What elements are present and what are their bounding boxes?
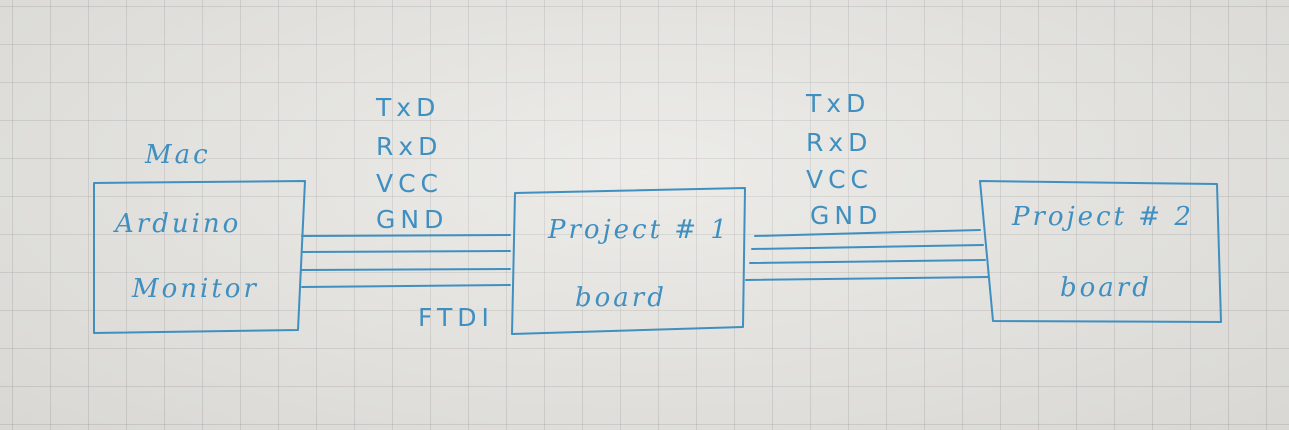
mac-label: Mac	[144, 140, 211, 170]
right-wire-3	[749, 259, 986, 264]
left-signal-vcc: VCC	[376, 169, 443, 198]
project2-line2: board	[1060, 273, 1152, 303]
right-signal-txd: TxD	[805, 89, 870, 118]
project2-board-box	[979, 180, 1222, 323]
project2-line1: Project # 2	[1011, 202, 1194, 232]
arduino-monitor-line1: Arduino	[113, 209, 241, 239]
right-signal-rxd: RxD	[806, 128, 872, 157]
right-signal-vcc: VCC	[806, 165, 873, 194]
arduino-monitor-line2: Monitor	[131, 274, 259, 304]
left-signal-rxd: RxD	[376, 132, 442, 161]
project1-line2: board	[575, 283, 667, 313]
project1-line1: Project # 1	[547, 215, 730, 245]
left-wire-2	[301, 250, 511, 253]
right-wire-4	[745, 276, 989, 281]
left-wire-1	[301, 234, 511, 237]
left-wire-3	[301, 268, 511, 271]
arduino-monitor-box	[93, 180, 306, 334]
right-bus-wires	[745, 229, 989, 281]
right-signal-gnd: GND	[810, 201, 882, 230]
left-signal-gnd: GND	[376, 205, 448, 234]
ftdi-label: FTDI	[418, 303, 494, 332]
left-wire-4	[301, 284, 511, 288]
left-signal-txd: TxD	[375, 93, 440, 122]
right-wire-1	[754, 229, 981, 237]
left-bus-wires	[301, 234, 511, 288]
project1-board-box	[511, 187, 746, 335]
right-wire-2	[751, 244, 984, 250]
